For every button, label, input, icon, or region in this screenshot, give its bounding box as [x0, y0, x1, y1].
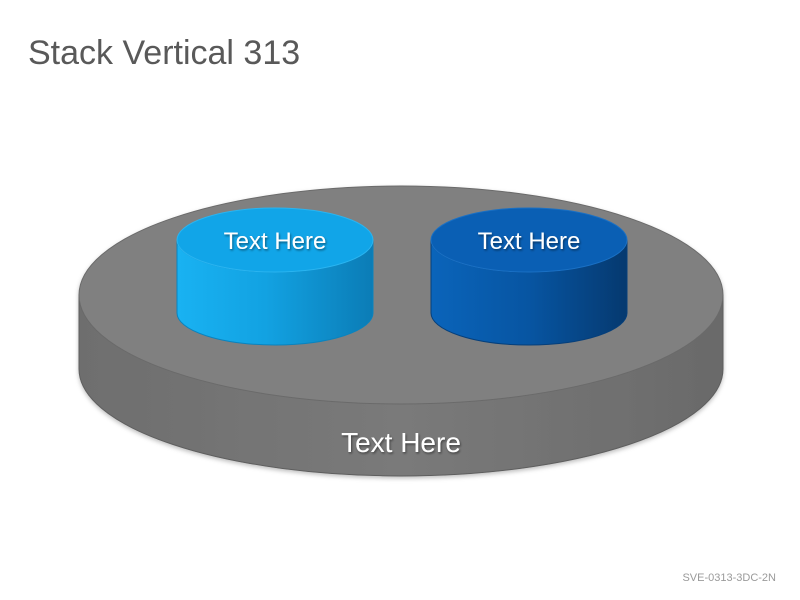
slide-code: SVE-0313-3DC-2N: [682, 572, 776, 584]
slide-title: Stack Vertical 313: [28, 34, 301, 72]
cylinder-right-top: [430, 207, 628, 273]
base-label: Text Here: [341, 427, 461, 458]
cylinder-left-label: Text Here: [224, 228, 327, 255]
cylinder-left-top: [176, 207, 374, 273]
cylinder-left: [176, 207, 374, 346]
cylinder-right-label: Text Here: [478, 228, 581, 255]
cylinder-right: [430, 207, 628, 346]
